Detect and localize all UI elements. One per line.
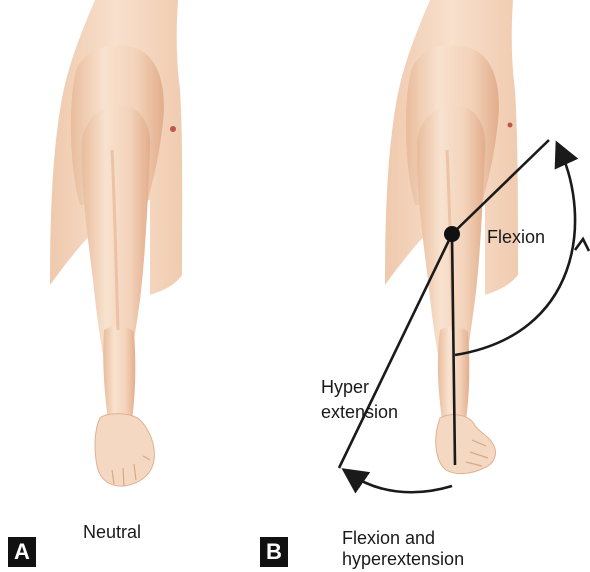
flexion-arc-top-arrowhead	[575, 239, 589, 251]
hyperextension-annotation-line2: extension	[321, 402, 398, 422]
hyperextension-annotation-line1: Hyper	[321, 377, 369, 397]
flexion-hand	[436, 415, 496, 474]
flexion-nipple	[508, 123, 513, 128]
panel-b-caption-line1: Flexion and	[342, 528, 435, 549]
panel-b-label: B	[260, 537, 288, 567]
panel-a-caption: Neutral	[83, 522, 141, 543]
hyperextension-arc-arrow	[350, 474, 452, 492]
neutral-forearm	[103, 326, 135, 420]
flexion-annotation: Flexion	[487, 227, 545, 247]
neutral-hand	[95, 414, 154, 486]
panel-a-label: A	[8, 537, 36, 567]
shoulder-pivot-dot	[444, 226, 460, 242]
neutral-figure	[50, 0, 182, 486]
panel-b-caption-line2: hyperextension	[342, 549, 464, 570]
neutral-nipple	[170, 126, 176, 132]
